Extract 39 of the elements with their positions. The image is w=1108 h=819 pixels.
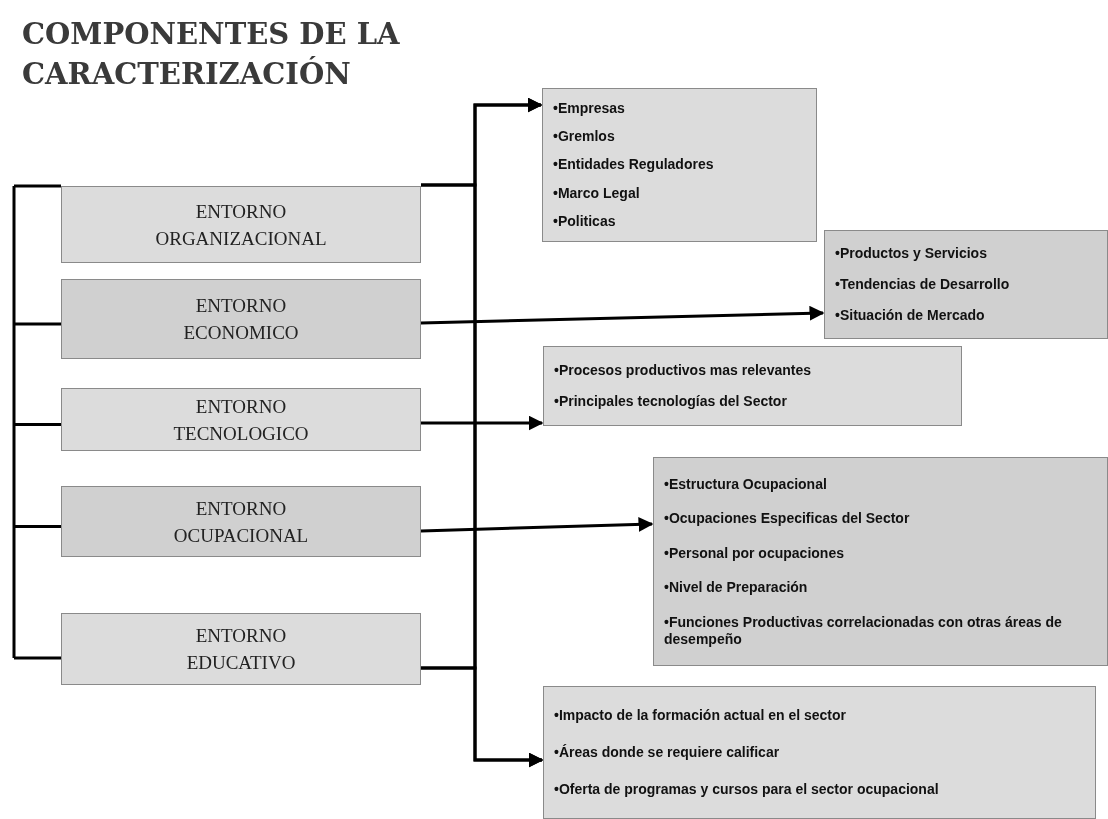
list-item: •Procesos productivos mas relevantes bbox=[554, 361, 812, 379]
bullet-list-box bbox=[543, 686, 1096, 819]
arrow bbox=[421, 415, 544, 431]
list-item: •Entidades Reguladores bbox=[553, 156, 715, 174]
list-item: •Nivel de Preparación bbox=[664, 579, 809, 596]
category-label: ENTORNO EDUCATIVO bbox=[186, 624, 296, 675]
arrow bbox=[421, 97, 543, 670]
arrow bbox=[421, 183, 544, 768]
list-item: •Funciones Productivas correlacionadas con otras áreas de desempeño bbox=[664, 613, 1063, 648]
list-item: •Oferta de programas y cursos para el sector ocupacional bbox=[554, 781, 940, 798]
category-label: ENTORNO ECONOMICO bbox=[183, 294, 299, 345]
list-item: •Ocupaciones Especificas del Sector bbox=[664, 510, 911, 527]
bullet-list-box bbox=[543, 346, 962, 426]
category-label: ENTORNO ORGANIZACIONAL bbox=[155, 199, 327, 251]
category-box bbox=[61, 186, 421, 263]
list-item: •Empresas bbox=[553, 100, 626, 118]
bullet-list-box bbox=[653, 457, 1108, 666]
list-item: •Personal por ocupaciones bbox=[664, 544, 845, 562]
diagram-title: COMPONENTES DE LA CARACTERIZACIÓN bbox=[22, 16, 401, 93]
list-item: •Principales tecnologías del Sector bbox=[554, 393, 788, 411]
list-item: •Estructura Ocupacional bbox=[664, 475, 828, 493]
list-item: •Politicas bbox=[553, 212, 617, 230]
category-box bbox=[61, 486, 421, 557]
bullet-list-box bbox=[542, 88, 817, 242]
category-label: ENTORNO OCUPACIONAL bbox=[173, 496, 309, 548]
category-box bbox=[61, 613, 421, 685]
list-item: •Productos y Servicios bbox=[835, 245, 988, 262]
list-item: •Situación de Mercado bbox=[835, 307, 986, 324]
list-item: •Áreas donde se requiere calificar bbox=[554, 744, 781, 761]
list-item: •Gremlos bbox=[553, 128, 616, 146]
list-item: •Marco Legal bbox=[553, 184, 641, 202]
list-item: •Tendencias de Desarrollo bbox=[835, 276, 1011, 293]
list-item: •Impacto de la formación actual en el sector bbox=[554, 707, 847, 724]
category-label: ENTORNO TECNOLOGICO bbox=[173, 394, 309, 446]
arrow bbox=[420, 305, 825, 325]
category-box bbox=[61, 388, 421, 451]
bullet-list-box bbox=[824, 230, 1108, 339]
arrow bbox=[420, 516, 654, 533]
category-box bbox=[61, 279, 421, 359]
